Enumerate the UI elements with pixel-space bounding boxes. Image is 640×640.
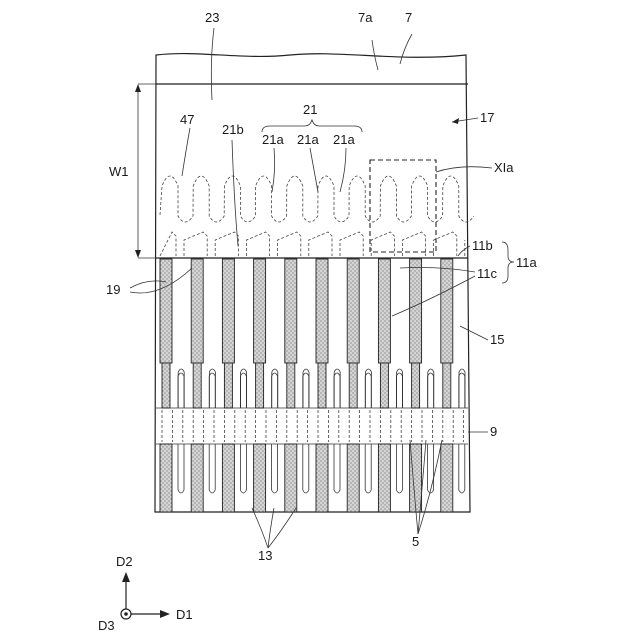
label-21a-3: 21a bbox=[333, 132, 355, 147]
strip-upper bbox=[441, 259, 453, 363]
slot-upper bbox=[459, 373, 465, 408]
slot-lower bbox=[303, 444, 309, 493]
brace-21 bbox=[262, 120, 362, 132]
middle-band bbox=[162, 410, 464, 442]
slot-lower bbox=[365, 444, 371, 493]
strip-upper bbox=[254, 259, 266, 363]
label-23: 23 bbox=[205, 10, 219, 25]
label-21a-1: 21a bbox=[262, 132, 284, 147]
label-11b: 11b bbox=[472, 238, 493, 253]
slot-lower bbox=[334, 444, 340, 493]
strip-upper bbox=[222, 259, 234, 363]
strip-lower bbox=[443, 363, 451, 408]
strip-bottom bbox=[254, 444, 266, 512]
strip-bottom bbox=[285, 444, 297, 512]
strip-bottom bbox=[441, 444, 453, 512]
label-19: 19 bbox=[106, 282, 120, 297]
strip-upper bbox=[285, 259, 297, 363]
label-d3: D3 bbox=[98, 618, 115, 633]
label-9: 9 bbox=[490, 424, 497, 439]
label-21a-2: 21a bbox=[297, 132, 319, 147]
slot-lower bbox=[459, 444, 465, 493]
label-7: 7 bbox=[405, 10, 412, 25]
slot-upper bbox=[428, 373, 434, 408]
label-47: 47 bbox=[180, 112, 194, 127]
strip-bottom bbox=[316, 444, 328, 512]
strip-lower bbox=[256, 363, 264, 408]
strip-lower bbox=[193, 363, 201, 408]
strip-lower bbox=[224, 363, 232, 408]
label-15: 15 bbox=[490, 332, 504, 347]
strip-upper bbox=[316, 259, 328, 363]
slot-upper bbox=[240, 373, 246, 408]
label-17: 17 bbox=[480, 110, 494, 125]
label-13: 13 bbox=[258, 548, 272, 563]
conductor-strips bbox=[160, 259, 465, 512]
label-11c: 11c bbox=[477, 266, 497, 281]
strip-bottom bbox=[222, 444, 234, 512]
slot-lower bbox=[209, 444, 215, 493]
w1-dimension bbox=[135, 84, 156, 258]
strip-upper bbox=[410, 259, 422, 363]
label-5: 5 bbox=[412, 534, 419, 549]
upper-wave bbox=[160, 176, 474, 222]
strip-upper bbox=[347, 259, 359, 363]
slot-lower bbox=[428, 444, 434, 493]
slot-upper bbox=[365, 373, 371, 408]
strip-lower bbox=[318, 363, 326, 408]
label-7a: 7a bbox=[358, 10, 373, 25]
strip-bottom bbox=[347, 444, 359, 512]
strip-bottom bbox=[378, 444, 390, 512]
label-w1: W1 bbox=[109, 164, 129, 179]
strip-lower bbox=[349, 363, 357, 408]
label-11a: 11a bbox=[516, 255, 537, 270]
label-21b: 21b bbox=[222, 122, 244, 137]
brace-11a bbox=[502, 242, 514, 283]
label-21: 21 bbox=[303, 102, 317, 117]
strip-lower bbox=[162, 363, 170, 408]
slot-upper bbox=[303, 373, 309, 408]
lower-wave bbox=[160, 232, 465, 256]
strip-upper bbox=[378, 259, 390, 363]
slot-lower bbox=[396, 444, 402, 493]
slot-lower bbox=[240, 444, 246, 493]
slot-lower bbox=[272, 444, 278, 493]
slot-upper bbox=[209, 373, 215, 408]
slot-upper bbox=[272, 373, 278, 408]
slot-lower bbox=[178, 444, 184, 493]
strip-lower bbox=[412, 363, 420, 408]
axis-indicator bbox=[121, 572, 170, 619]
strip-bottom bbox=[160, 444, 172, 512]
label-d1: D1 bbox=[176, 607, 193, 622]
strip-bottom bbox=[191, 444, 203, 512]
label-d2: D2 bbox=[116, 554, 133, 569]
slot-upper bbox=[334, 373, 340, 408]
slot-upper bbox=[178, 373, 184, 408]
label-xia: XIa bbox=[494, 160, 514, 175]
strip-lower bbox=[380, 363, 388, 408]
detail-box-xia bbox=[370, 160, 436, 252]
strip-lower bbox=[287, 363, 295, 408]
strip-upper bbox=[191, 259, 203, 363]
slot-upper bbox=[396, 373, 402, 408]
strip-upper bbox=[160, 259, 172, 363]
